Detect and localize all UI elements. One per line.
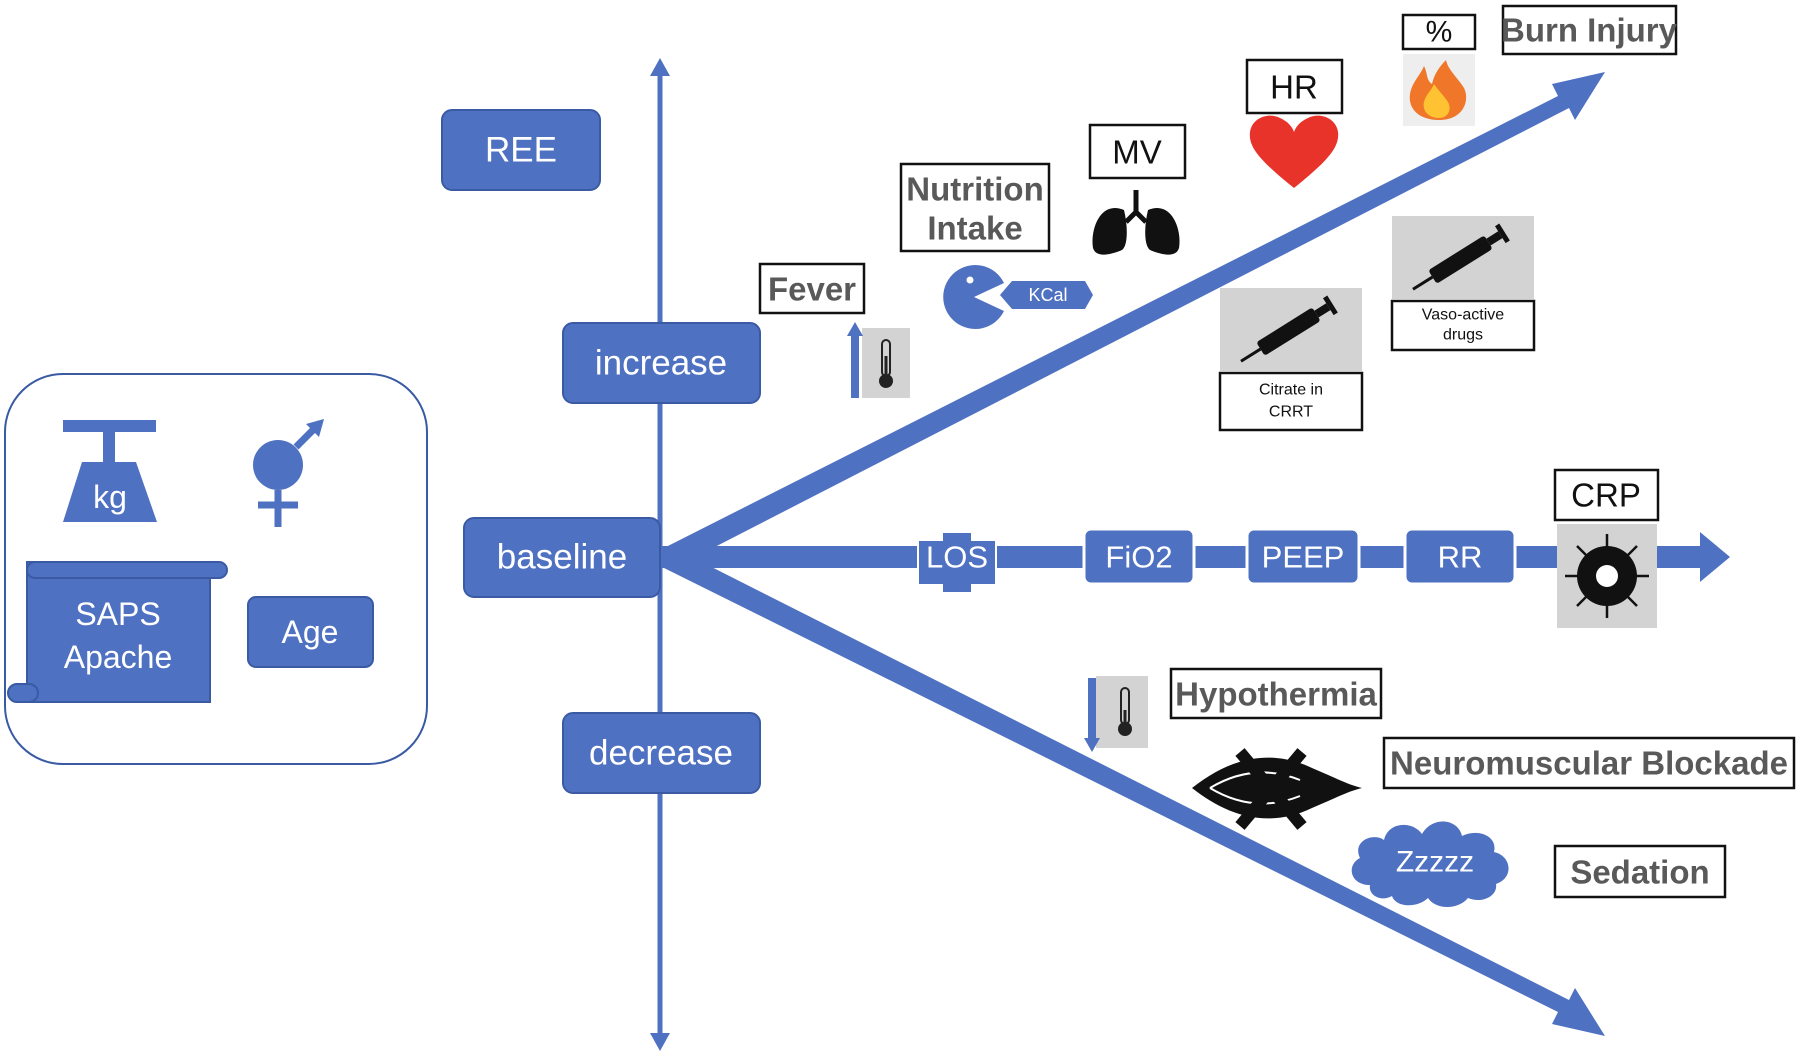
los-cross: LOS [917, 531, 997, 594]
hypothermia-label-box: Hypothermia [1169, 667, 1383, 720]
ree-box: REE [441, 109, 601, 191]
rr-label: RR [1438, 540, 1483, 575]
decrease-arrow [658, 547, 1605, 1036]
burn-injury-label: Burn Injury [1501, 12, 1678, 49]
weight-label: kg [93, 479, 127, 515]
fire-icon [1403, 54, 1475, 126]
age-label: Age [282, 614, 339, 650]
zzz-label: Zzzzz [1396, 846, 1474, 879]
percent-label-box: % [1401, 13, 1477, 51]
neuromuscular-blockade-label-box: Neuromuscular Blockade [1382, 736, 1796, 790]
increase-arrow [658, 72, 1605, 569]
hr-label-box: HR [1245, 58, 1344, 115]
fever-label-box: Fever [758, 262, 866, 315]
nutrition-label-line2: Intake [927, 210, 1022, 247]
fio2-box: FiO2 [1082, 527, 1196, 586]
citrate-label-line1: Citrate in [1259, 382, 1323, 399]
kcal-label: KCal [1028, 285, 1067, 305]
heart-icon [1249, 115, 1339, 188]
citrate-label-line2: CRRT [1269, 404, 1313, 421]
percent-label: % [1426, 16, 1453, 49]
scores-line1: SAPS [75, 596, 160, 632]
crp-label: CRP [1571, 477, 1641, 514]
weight-scale-icon: kg [63, 420, 157, 522]
citrate-syringe-icon [1220, 288, 1362, 371]
muscle-blocked-icon [1192, 748, 1362, 830]
peep-label: PEEP [1262, 540, 1345, 575]
pacman-eating-icon [943, 265, 1004, 329]
baseline-box: baseline [463, 517, 661, 598]
gender-icon [253, 419, 324, 527]
severity-scores-scroll: SAPS Apache [7, 561, 228, 703]
scores-line2: Apache [64, 639, 173, 675]
burn-injury-label-box: Burn Injury [1501, 4, 1678, 56]
rr-box: RR [1403, 527, 1517, 586]
mv-label-box: MV [1088, 123, 1187, 180]
increase-box: increase [562, 322, 761, 404]
lungs-icon [1092, 190, 1180, 255]
sedation-label-box: Sedation [1553, 844, 1727, 899]
fio2-label: FiO2 [1105, 540, 1172, 575]
patient-factors-panel: kg SAPS Apache Age [4, 373, 428, 765]
decrease-label: decrease [589, 734, 733, 773]
nutrition-label-line1: Nutrition [906, 171, 1043, 208]
baseline-label: baseline [497, 538, 627, 577]
vasoactive-label-box: Vaso-active drugs [1390, 299, 1536, 352]
crp-cell-icon [1557, 524, 1657, 628]
age-box: Age [247, 596, 374, 668]
crp-label-box: CRP [1553, 468, 1660, 522]
vasoactive-label-line1: Vaso-active [1422, 307, 1505, 324]
hypothermia-label: Hypothermia [1175, 676, 1377, 713]
decrease-box: decrease [562, 712, 761, 794]
vasoactive-syringe-icon [1392, 216, 1534, 299]
vasoactive-label-line2: drugs [1443, 327, 1483, 344]
increase-label: increase [595, 344, 727, 383]
hr-label: HR [1270, 69, 1318, 106]
hypothermia-thermometer-icon [1084, 676, 1148, 752]
fever-label: Fever [768, 271, 856, 308]
nutrition-intake-label-box: Nutrition Intake [899, 162, 1051, 253]
fever-thermometer-icon [847, 322, 910, 398]
los-label: LOS [926, 540, 988, 575]
peep-box: PEEP [1245, 527, 1361, 586]
neuromuscular-blockade-label: Neuromuscular Blockade [1390, 745, 1788, 782]
kcal-tag: KCal [1000, 281, 1093, 309]
citrate-label-box: Citrate in CRRT [1218, 371, 1364, 432]
sleep-cloud-icon: Zzzzz [1351, 821, 1509, 907]
ree-label: REE [485, 131, 557, 170]
mv-label: MV [1112, 134, 1162, 171]
sedation-label: Sedation [1570, 854, 1709, 891]
